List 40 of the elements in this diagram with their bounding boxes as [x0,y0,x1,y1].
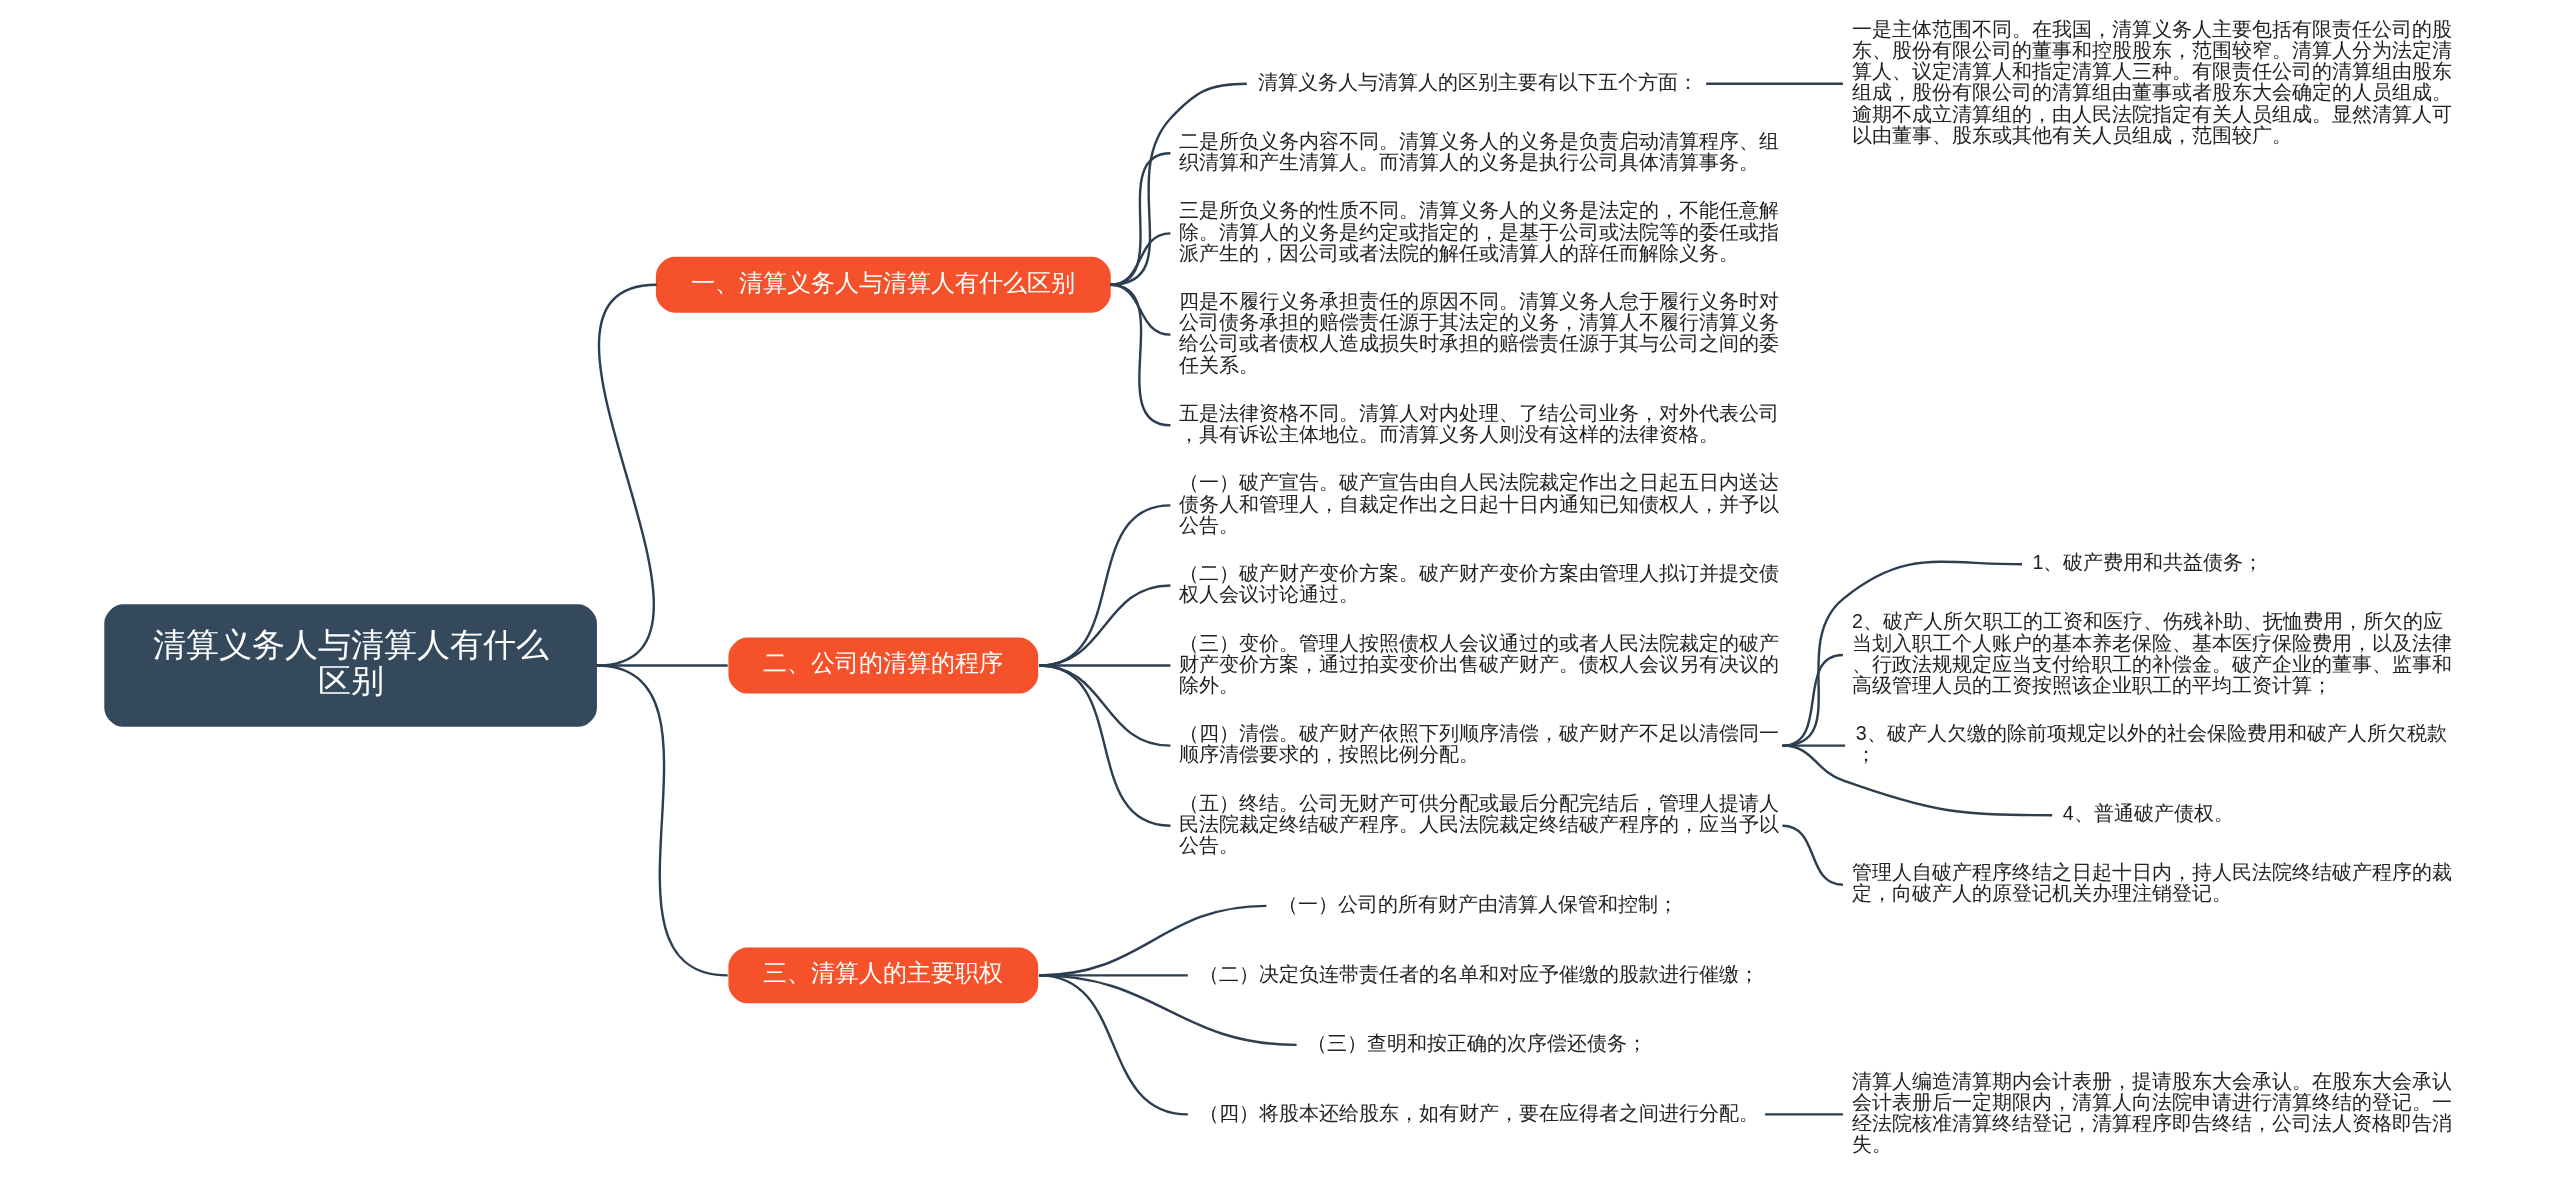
connector [1109,82,1247,286]
node-box: 三、清算人的主要职权 [728,947,1039,1004]
node-text: （一）破产宣告。破产宣告由自人民法院裁定作出之日起五日内送达债务人和管理人，自裁定作出之日起十日内通知已知债权人，并予以公告。 [1179,471,1780,536]
node-text: （三）查明和按正确的次序偿还债务； [1307,1032,1648,1055]
connector [595,283,657,667]
node-text: （五）终结。公司无财产可供分配或最后分配完结后，管理人提请人民法院裁定终结破产程序。人民法院裁定终结破产程序的，应当予以公告。 [1179,791,1780,857]
node-text: 管理人自破产程序终结之日起十日内，持人民法院终结破产程序的裁定，向破产人的原登记机关办理注销登记。 [1851,861,2452,905]
node-text: （四）清偿。破产财产依照下列顺序清偿，破产财产不足以清偿同一顺序清偿要求的，按照比例分配。 [1179,722,1780,766]
node-text: 3、破产人欠缴的除前项规定以外的社会保险费用和破产人所欠税款； [1855,722,2447,766]
node-text: 一是主体范围不同。在我国，清算义务人主要包括有限责任公司的股东、股份有限公司的董事和控股股东，范围较窄。清算人分为法定清算人、议定清算人和指定清算人三种。有限责任公司的清算组由股东组成，股份有限公司的清算组由董事或者股东大会确定的人员组成。逾期不成立清算组的，由人民法院指定有关人员组成。显然清算人可以由董事、股东或其他有关人员组成，范围较广。 [1851,18,2452,146]
connector [1782,744,2053,817]
node-text: 清算义务人与清算人的区别主要有以下五个方面： [1258,70,1699,93]
connector [595,664,728,977]
node-text: 4、普通破产债权。 [2062,802,2234,825]
node-text: （二）决定负连带责任者的名单和对应予催缴的股款进行催缴； [1199,962,1760,985]
node-text: 2、破产人所欠职工的工资和医疗、伤残补助、抚恤费用，所欠的应当划入职工个人账户的基本养老保险、基本医疗保险费用，以及法律、行政法规规定应当支付给职工的补偿金。破产企业的董事、监事和高级管理人员的工资按照该企业职工的平均工资计算； [1851,610,2452,696]
node-box: 一、清算义务人与清算人有什么区别 [655,256,1111,313]
connector [1706,82,1843,85]
node-box: 二、公司的清算的程序 [728,637,1039,694]
node-text: （三）变价。管理人按照债权人会议通过的或者人民法院裁定的破产财产变价方案，通过拍卖变价出售破产财产。债权人会议另有决议的除外。 [1179,631,1780,696]
connector [1109,152,1171,286]
connector [1109,232,1171,286]
node-box: 清算义务人与清算人有什么区别 [104,604,597,727]
node-text: 五是法律资格不同。清算人对内处理、了结公司业务，对外代表公司，具有诉讼主体地位。而清算义务人则没有这样的法律资格。 [1179,401,1780,446]
connector [1782,744,1846,747]
node-text: （四）将股本还给股东，如有财产，要在应得者之间进行分配。 [1199,1101,1760,1124]
node-text: 三是所负义务的性质不同。清算义务人的义务是法定的，不能任意解除。清算人的义务是约定或指定的，是基于公司或法院等的委任或指派产生的，因公司或者法院的解任或清算人的辞任而解除义务。 [1179,199,1780,264]
connector [1038,664,1171,827]
connector [1109,283,1171,427]
node-text: 四是不履行义务承担责任的原因不同。清算义务人怠于履行义务时对公司债务承担的赔偿责任源于其法定的义务，清算人不履行清算义务给公司或者债权人造成损失时承担的赔偿责任源于其与公司之间的委任关系。 [1179,290,1780,376]
connector [1765,1113,1843,1116]
connector [1782,560,2022,747]
node-text: （一）公司的所有财产由清算人保管和控制； [1277,892,1678,915]
connector [1782,824,1844,886]
connector [1038,974,1188,1116]
node-text: 二是所负义务内容不同。清算义务人的义务是负责启动清算程序、组织清算和产生清算人。而清算人的义务是执行公司具体清算事务。 [1179,129,1780,173]
node-text: （二）破产财产变价方案。破产财产变价方案由管理人拟订并提交债权人会议讨论通过。 [1179,562,1780,606]
node-text: 清算人编造清算期内会计表册，提请股东大会承认。在股东大会承认会计表册后一定期限内，清算人向法院申请进行清算终结的登记。一经法院核准清算终结登记，清算程序即告终结，公司法人资格即告消失。 [1851,1069,2452,1156]
node-text: 1、破产费用和共益债务； [2032,551,2264,574]
connector [1782,653,1844,747]
